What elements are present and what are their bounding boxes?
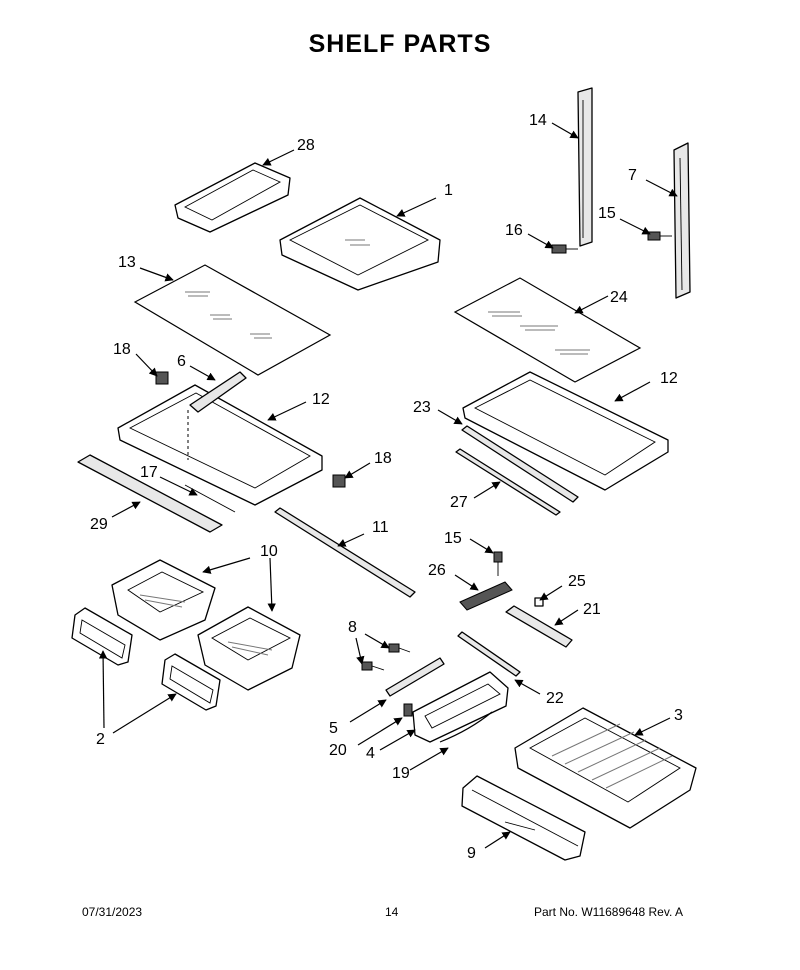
footer-page-number: 14 bbox=[385, 905, 399, 919]
callout-27: 27 bbox=[450, 494, 468, 511]
part-24-glass-panel bbox=[453, 277, 642, 383]
part-18-clip-lower bbox=[332, 474, 346, 488]
part-23-strip bbox=[461, 425, 579, 503]
part-18-clip-upper bbox=[155, 371, 169, 385]
part-13-glass-panel bbox=[133, 264, 332, 376]
callout-18-upper: 18 bbox=[113, 341, 131, 358]
callout-12-right: 12 bbox=[660, 370, 678, 387]
part-26-bracket bbox=[459, 581, 513, 611]
part-21-track bbox=[505, 605, 573, 648]
callout-5: 5 bbox=[329, 720, 338, 737]
footer-part-number: Part No. W11689648 Rev. A bbox=[534, 905, 683, 919]
callout-11: 11 bbox=[372, 519, 389, 536]
part-22-rod bbox=[457, 631, 521, 677]
callout-21: 21 bbox=[583, 601, 601, 618]
callout-17: 17 bbox=[140, 464, 158, 481]
part-14-rail bbox=[577, 87, 593, 247]
callout-15-upper: 15 bbox=[598, 205, 616, 222]
callout-12-left: 12 bbox=[312, 391, 330, 408]
callout-19: 19 bbox=[392, 765, 410, 782]
callout-2: 2 bbox=[96, 731, 105, 748]
callout-6: 6 bbox=[177, 353, 186, 370]
callout-29: 29 bbox=[90, 516, 108, 533]
part-10-crisper-left bbox=[111, 559, 216, 641]
callout-25: 25 bbox=[568, 573, 586, 590]
callout-18-lower: 18 bbox=[374, 450, 392, 467]
part-5-bracket bbox=[385, 657, 445, 697]
footer-date: 07/31/2023 bbox=[82, 905, 143, 919]
callout-14: 14 bbox=[529, 112, 547, 129]
part-27-strip bbox=[455, 448, 561, 516]
part-4-housing bbox=[412, 671, 509, 743]
callout-22: 22 bbox=[546, 690, 564, 707]
part-10-crisper-right bbox=[197, 606, 301, 691]
callout-26: 26 bbox=[428, 562, 446, 579]
callout-9: 9 bbox=[467, 845, 476, 862]
part-9-drawer-front bbox=[461, 775, 586, 861]
part-19-rod bbox=[439, 711, 493, 743]
part-15-screw-upper bbox=[647, 231, 672, 241]
callout-15-lower: 15 bbox=[444, 530, 462, 547]
callout-23: 23 bbox=[413, 399, 431, 416]
part-20-cap bbox=[403, 703, 413, 717]
part-29-trim bbox=[77, 454, 223, 533]
part-6-bracket bbox=[189, 371, 247, 413]
page-title: SHELF PARTS bbox=[308, 30, 492, 58]
callout-labels: 1 28 13 14 7 16 15 24 18 6 12 12 23 18 1… bbox=[90, 112, 683, 862]
part-12-right-shelf-frame bbox=[462, 371, 669, 491]
part-1-shelf-frame bbox=[279, 197, 441, 291]
callout-10: 10 bbox=[260, 543, 278, 560]
part-8-screws bbox=[361, 643, 411, 671]
callout-28: 28 bbox=[297, 137, 315, 154]
part-7-rail bbox=[673, 142, 691, 299]
callout-13: 13 bbox=[118, 254, 136, 271]
callout-24: 24 bbox=[610, 289, 628, 306]
part-11-strip bbox=[274, 507, 416, 598]
part-25-clip bbox=[534, 597, 544, 607]
callout-16: 16 bbox=[505, 222, 523, 239]
callout-20: 20 bbox=[329, 742, 347, 759]
callout-8: 8 bbox=[348, 619, 357, 636]
callout-4: 4 bbox=[366, 745, 375, 762]
part-2-drawer-front-lower bbox=[161, 653, 221, 711]
part-3-tray bbox=[514, 707, 697, 829]
part-12-left-shelf-frame bbox=[117, 384, 323, 506]
callout-3: 3 bbox=[674, 707, 683, 724]
leader-lines bbox=[98, 122, 678, 849]
callout-7: 7 bbox=[628, 167, 637, 184]
part-15-screw-lower bbox=[493, 551, 503, 576]
callout-1: 1 bbox=[444, 182, 453, 199]
part-2-drawer-front-upper bbox=[71, 607, 133, 666]
part-16-screw bbox=[551, 244, 578, 254]
part-28-shelf-bin bbox=[174, 162, 291, 233]
